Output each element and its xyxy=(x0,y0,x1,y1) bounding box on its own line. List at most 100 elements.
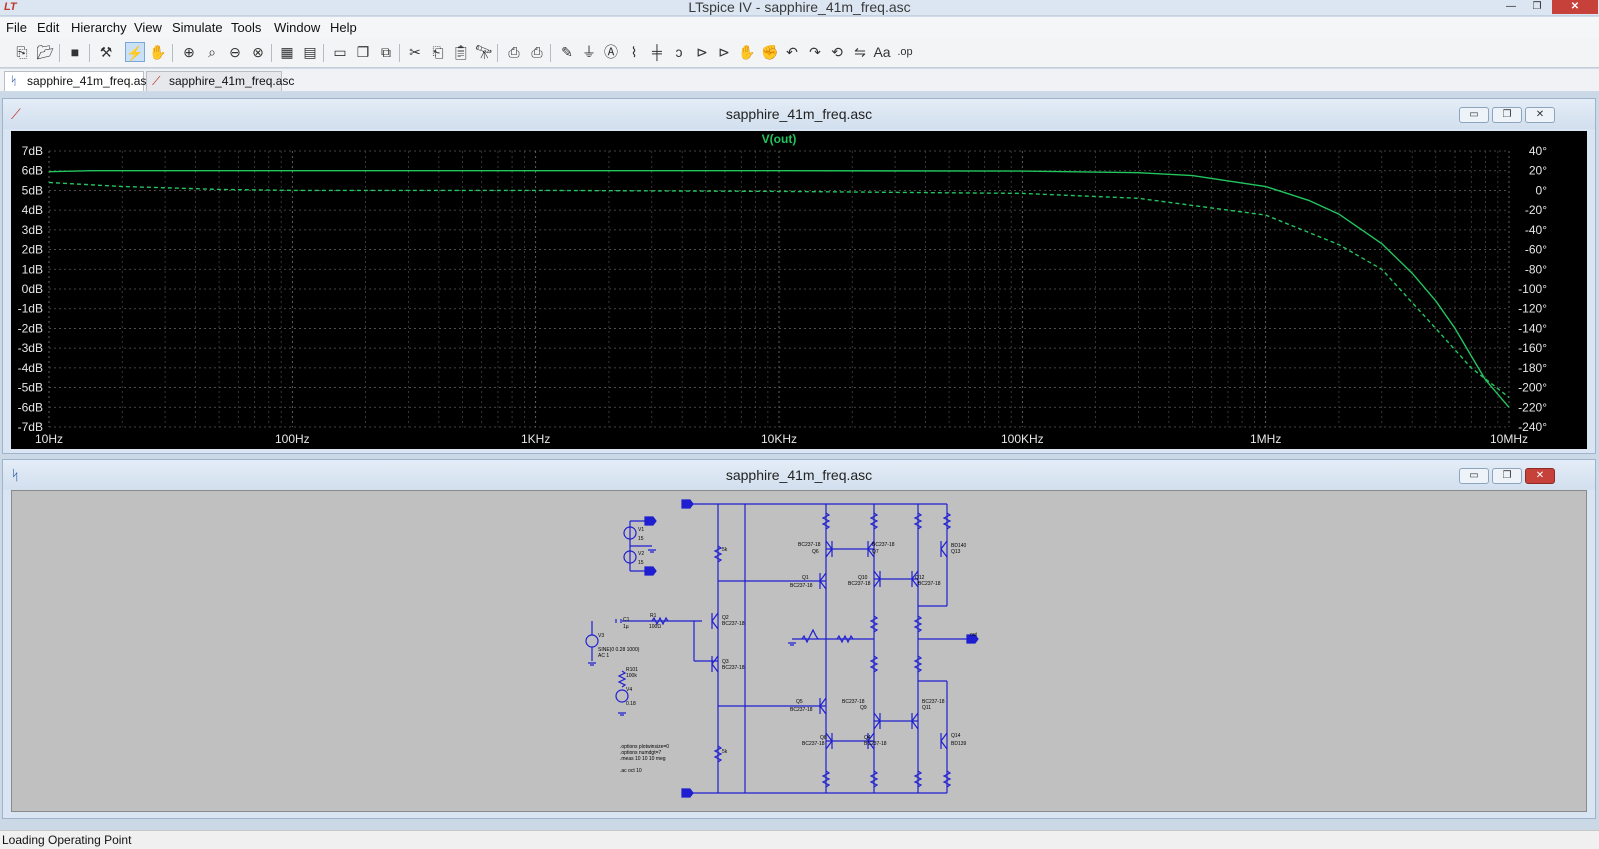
print-setup-icon[interactable]: ⎙ xyxy=(508,44,520,60)
waveform-icon: ⟋ xyxy=(152,74,161,88)
cascade-icon[interactable]: ❐ xyxy=(356,44,370,60)
zoom-in-icon[interactable]: ⊕ xyxy=(183,44,195,60)
schematic-window-titlebar[interactable]: ᛋ sapphire_41m_freq.asc ▭ ❐ ✕ xyxy=(3,460,1595,490)
close-button[interactable]: ✕ xyxy=(1552,0,1598,14)
new-schematic-icon[interactable]: ⎘ xyxy=(16,44,28,60)
menu-help[interactable]: Help xyxy=(330,20,357,35)
resistor-icon[interactable]: ⌇ xyxy=(630,44,638,60)
capacitor-icon[interactable]: ╪ xyxy=(652,44,662,60)
copy-icon[interactable]: ⎗ xyxy=(432,44,444,60)
spice-directive[interactable]: .ac oct 10 xyxy=(620,768,642,774)
spice-directive[interactable]: .meas 10 10 10 meg xyxy=(620,756,666,762)
zoom-out-icon[interactable]: ⊖ xyxy=(229,44,241,60)
label-icon[interactable]: Ⓐ xyxy=(604,44,618,60)
grid-icon[interactable]: ▤ xyxy=(303,44,317,60)
move-icon[interactable]: ✋ xyxy=(738,44,756,60)
y-tick-label-right: -220° xyxy=(1518,400,1547,414)
y-tick-label-right: -240° xyxy=(1518,420,1547,434)
toolbar-separator xyxy=(550,44,551,62)
y-tick-label-left: -1dB xyxy=(18,302,43,316)
zoom-fit-icon[interactable]: ⊗ xyxy=(252,44,264,60)
wire-icon[interactable]: ✎ xyxy=(561,44,573,60)
ground-symbol xyxy=(788,642,796,646)
child-restore-button[interactable]: ❐ xyxy=(1492,468,1522,484)
label-q9: Q9 xyxy=(860,705,867,711)
toolbar-separator xyxy=(172,44,173,62)
component-icon[interactable]: ⊳ xyxy=(718,44,730,60)
trace-magnitude[interactable] xyxy=(48,170,1510,408)
run-icon[interactable]: ⚡ xyxy=(125,42,145,62)
save-icon[interactable]: ■ xyxy=(70,44,80,60)
y-tick-label-left: 7dB xyxy=(22,144,43,158)
label-q8-part: BC237-18 xyxy=(802,741,825,747)
drag-icon[interactable]: ✊ xyxy=(761,44,779,60)
close-windows-icon[interactable]: ⧉ xyxy=(381,44,391,60)
diode-icon[interactable]: ⊳ xyxy=(696,44,708,60)
label-q7-part: BC237-18 xyxy=(872,542,895,548)
x-tick-label: 1KHz xyxy=(521,432,550,446)
status-bar: Loading Operating Point xyxy=(0,830,1599,849)
spice-directive[interactable]: .options numdgt=7 xyxy=(620,750,661,756)
y-tick-label-right: -180° xyxy=(1518,361,1547,375)
cut-icon[interactable]: ✂ xyxy=(409,44,421,60)
rail-label-flag xyxy=(681,499,694,509)
zoom-pan-icon[interactable]: ⌕ xyxy=(208,44,216,60)
x-tick-label: 10MHz xyxy=(1490,432,1528,446)
menu-file[interactable]: File xyxy=(6,20,27,35)
tab-schematic[interactable]: ᛋ sapphire_41m_freq.asc xyxy=(4,71,152,91)
menu-simulate[interactable]: Simulate xyxy=(172,20,223,35)
window-title: LTspice IV - sapphire_41m_freq.asc xyxy=(688,0,911,15)
menu-tools[interactable]: Tools xyxy=(231,20,262,35)
menu-window[interactable]: Window xyxy=(274,20,321,35)
undo-icon[interactable]: ↶ xyxy=(786,44,798,60)
child-minimize-button[interactable]: ▭ xyxy=(1459,468,1489,484)
y-tick-label-right: -40° xyxy=(1525,223,1547,237)
maximize-button[interactable]: ❐ xyxy=(1532,1,1542,12)
waveform-window-titlebar[interactable]: ⟋ sapphire_41m_freq.asc ▭ ❐ ✕ xyxy=(3,99,1595,129)
label-v2: V2 xyxy=(638,551,644,557)
waveform-window-title: sapphire_41m_freq.asc xyxy=(725,106,873,122)
trace-phase[interactable] xyxy=(48,181,1510,398)
spice-directive[interactable]: .options plotwinsize=0 xyxy=(620,744,669,750)
ltspice-logo-icon: LT xyxy=(4,1,17,13)
find-icon[interactable]: 🔭︎ xyxy=(475,44,493,60)
trace-label-vout[interactable]: V(out) xyxy=(762,132,797,146)
tile-horizontal-icon[interactable]: ▭ xyxy=(333,44,347,60)
ground-icon[interactable]: ⏚ xyxy=(582,44,596,60)
schematic-canvas[interactable]: C1 1µ R1 100Ω V3 SINE(0 0.28 1000) AC 1 … xyxy=(11,490,1587,812)
label-q2-part: BC237-18 xyxy=(722,621,745,627)
print-icon[interactable]: ⎙ xyxy=(531,44,543,60)
label-v4: V4 xyxy=(626,687,632,693)
child-minimize-button[interactable]: ▭ xyxy=(1459,107,1489,123)
label-q13-part: BD140 xyxy=(951,543,967,549)
label-q10: Q10 xyxy=(858,575,868,581)
control-panel-icon[interactable]: ⚒ xyxy=(99,44,113,60)
text-icon[interactable]: Aa xyxy=(873,44,891,60)
y-tick-label-left: 4dB xyxy=(22,203,43,217)
halt-icon[interactable]: ✋ xyxy=(149,44,167,60)
open-icon[interactable]: 📂︎ xyxy=(36,44,54,60)
spice-directive-icon[interactable]: .op xyxy=(897,46,913,58)
label-v4-value: 0.18 xyxy=(626,701,636,707)
toolbar: ⎘ 📂︎ ■ ⚒ ⚡ ✋ ⊕ ⌕ ⊖ ⊗ ▦ ▤ ▭ ❐ ⧉ ✂ ⎗ 📋︎ 🔭︎… xyxy=(0,38,1599,68)
paste-icon[interactable]: 📋︎ xyxy=(452,44,470,60)
menu-hierarchy[interactable]: Hierarchy xyxy=(71,20,127,35)
label-r1-value: 100Ω xyxy=(649,624,661,630)
label-v1: V1 xyxy=(638,527,644,533)
redo-icon[interactable]: ↷ xyxy=(809,44,821,60)
child-restore-button[interactable]: ❐ xyxy=(1492,107,1522,123)
inductor-icon[interactable]: ↄ xyxy=(675,44,683,60)
ground-symbol xyxy=(588,662,596,666)
child-close-button[interactable]: ✕ xyxy=(1525,107,1555,123)
autorange-icon[interactable]: ▦ xyxy=(280,44,294,60)
menu-edit[interactable]: Edit xyxy=(37,20,60,35)
mirror-icon[interactable]: ⇋ xyxy=(854,44,866,60)
rotate-icon[interactable]: ⟲ xyxy=(831,44,843,60)
menu-view[interactable]: View xyxy=(134,20,162,35)
tab-waveform[interactable]: ⟋ sapphire_41m_freq.asc xyxy=(146,71,294,91)
child-close-button[interactable]: ✕ xyxy=(1525,468,1555,484)
minimize-button[interactable]: — xyxy=(1506,1,1516,12)
